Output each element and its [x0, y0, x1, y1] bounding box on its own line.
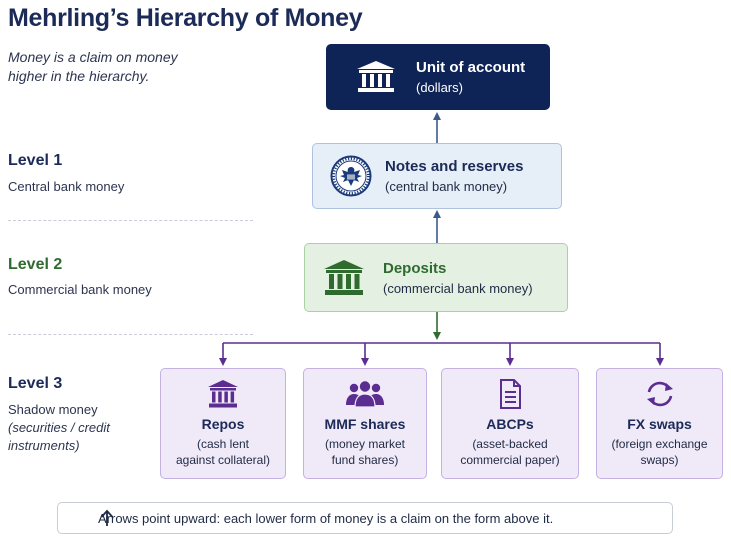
repos-subtitle-line: against collateral) [175, 453, 271, 467]
footer-note: Arrows point upward: each lower form of … [57, 502, 673, 534]
refresh-arrows-icon [646, 381, 673, 407]
up-arrow-icon [100, 509, 114, 526]
mmf-shares-card: MMF shares (money market fund shares) [303, 368, 427, 479]
repos-card: Repos (cash lent against collateral) [160, 368, 286, 479]
level-3-description-line: (securities / credit [8, 420, 110, 435]
notes-and-reserves-box: Notes and reserves (central bank money) [312, 143, 562, 209]
bank-building-icon [357, 61, 395, 92]
unit-of-account-subtitle: (dollars) [416, 80, 463, 95]
level-2-title: Level 2 [8, 256, 63, 273]
level-3-title: Level 3 [8, 375, 63, 392]
deposits-subtitle: (commercial bank money) [383, 280, 533, 296]
abcps-title: ABCPs [486, 416, 534, 432]
mmf-shares-subtitle-line: fund shares) [331, 453, 399, 467]
unit-of-account-box: Unit of account (dollars) [326, 44, 550, 110]
subtitle: Money is a claim on money higher in the … [8, 48, 238, 86]
federal-reserve-seal-icon [330, 155, 372, 197]
level-divider [8, 334, 253, 335]
abcps-subtitle-line: commercial paper) [460, 453, 560, 467]
level-3-description-line: instruments) [8, 438, 80, 453]
level-divider [8, 220, 253, 221]
abcps-subtitle: (asset-backed commercial paper) [460, 436, 559, 468]
level-3-description-line: Shadow money [8, 402, 98, 417]
unit-of-account-title: Unit of account [416, 59, 526, 76]
mmf-shares-subtitle: (money market fund shares) [325, 436, 405, 468]
subtitle-line: Money is a claim on money [8, 49, 178, 65]
fx-swaps-subtitle-line: (foreign exchange [611, 437, 708, 451]
document-icon [500, 379, 521, 409]
level-1-description: Central bank money [8, 179, 125, 194]
notes-and-reserves-subtitle: (central bank money) [385, 179, 508, 194]
fx-swaps-subtitle: (foreign exchange swaps) [611, 436, 707, 468]
abcps-card: ABCPs (asset-backed commercial paper) [441, 368, 579, 479]
deposits-box: Deposits (commercial bank money) [304, 243, 568, 312]
bank-building-icon [208, 380, 238, 408]
notes-and-reserves-title: Notes and reserves [385, 158, 524, 175]
level-3-description: Shadow money (securities / credit instru… [8, 401, 148, 455]
abcps-subtitle-line: (asset-backed [472, 437, 548, 451]
repos-subtitle: (cash lent against collateral) [176, 436, 270, 468]
bank-building-icon [324, 259, 364, 295]
level-1-title: Level 1 [8, 152, 63, 169]
mmf-shares-subtitle-line: (money market [324, 437, 406, 451]
fx-swaps-subtitle-line: swaps) [640, 453, 679, 467]
people-group-icon [346, 381, 384, 408]
fx-swaps-card: FX swaps (foreign exchange swaps) [596, 368, 723, 479]
repos-subtitle-line: (cash lent [196, 437, 250, 451]
page-title: Mehrling’s Hierarchy of Money [8, 4, 363, 32]
fx-swaps-title: FX swaps [627, 416, 692, 432]
mmf-shares-title: MMF shares [324, 416, 406, 432]
level-2-description: Commercial bank money [8, 282, 152, 297]
repos-title: Repos [201, 416, 245, 432]
deposits-title: Deposits [383, 259, 447, 277]
subtitle-line: higher in the hierarchy. [8, 68, 150, 84]
footer-text: Arrows point upward: each lower form of … [98, 510, 554, 526]
